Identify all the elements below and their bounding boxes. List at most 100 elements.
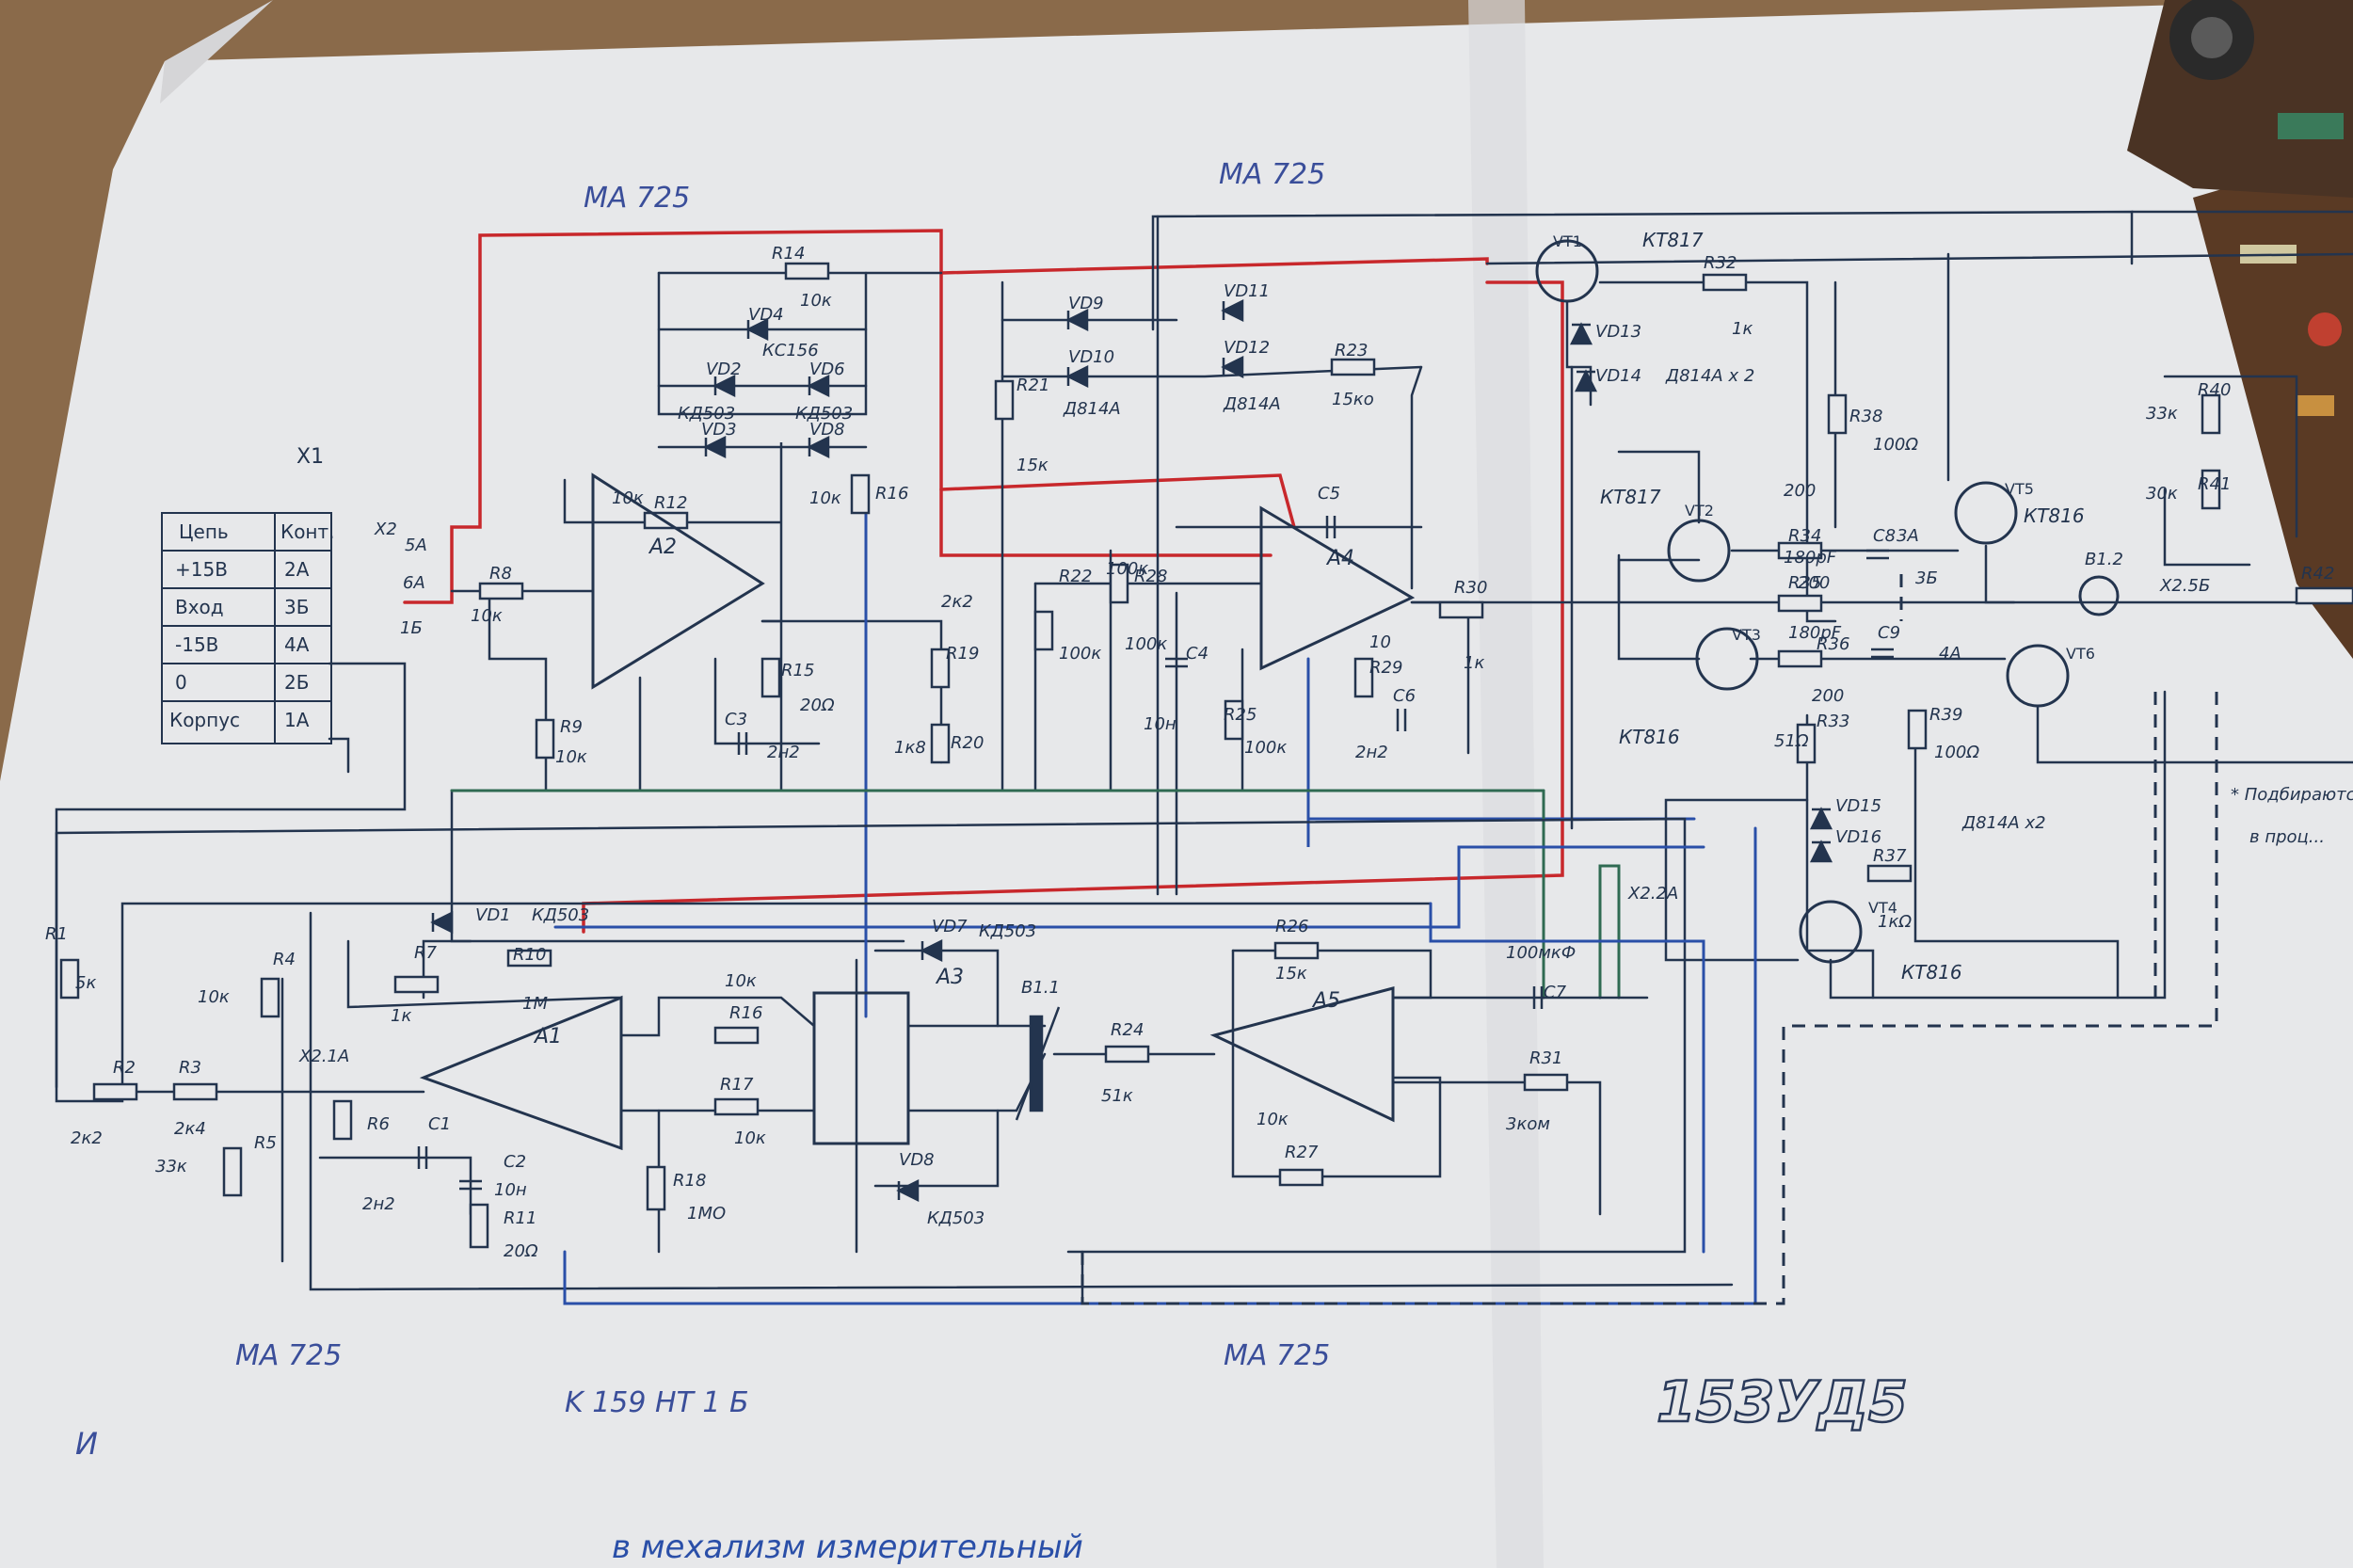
label-r40: R40 [2198, 380, 2231, 400]
wire-green-right [1598, 864, 1621, 1000]
resistor-r18 [646, 1165, 666, 1211]
label-x2_1a: X2.1А [298, 1047, 349, 1066]
wire-vt4-bus [1829, 690, 2167, 1000]
resistor-r17 [713, 1097, 760, 1116]
label-vd10: VD10 [1068, 347, 1114, 367]
label-vd13: VD13 [1595, 322, 1641, 342]
label-vd14: VD14 [1595, 366, 1641, 386]
wire-r12 [563, 442, 783, 623]
label-r24: R24 [1111, 1020, 1144, 1040]
label-c4v: 10н [1144, 714, 1176, 734]
chip-label-bottom-center: MA 725 [1224, 1339, 1330, 1372]
label-r33: R33 [1817, 712, 1849, 731]
label-x2_5a: 5А [405, 536, 427, 555]
label-vd4: VD4 [748, 305, 784, 325]
label-r1v: 5к [75, 973, 96, 993]
transistor-vt5 [1954, 481, 2018, 545]
label-vt3: VT3 [1732, 626, 1761, 644]
wire-blue-outer [563, 826, 1757, 1305]
diode-vd2 [712, 374, 736, 398]
opamp-a1 [419, 995, 623, 1151]
wire-x1-0 [55, 662, 407, 1089]
label-r25: R25 [1224, 705, 1257, 725]
label-r3v: 2к4 [174, 1119, 206, 1139]
resistor-r25 [1224, 699, 1244, 741]
resistor-r5 [222, 1146, 243, 1197]
connector-header-circuit: Цепь [179, 520, 229, 543]
resistor-r7 [393, 975, 440, 994]
label-r2v: 2к2 [71, 1128, 103, 1148]
chip-label-bottom-left: MA 725 [235, 1339, 342, 1372]
label-r34v: 200 [1784, 481, 1816, 501]
capacitor-c7 [1532, 986, 1544, 1009]
diode-vd11 [1221, 298, 1244, 323]
diode-vd3 [703, 435, 727, 459]
connector-table [161, 512, 332, 744]
label-vd7: VD7 [932, 917, 968, 936]
chip-label-bottom-k: K 159 НТ 1 Б [565, 1386, 749, 1419]
wire-r41 [2163, 488, 2251, 567]
connector-row-2-circuit: Вход [175, 596, 224, 618]
opamp-a4-label: A4 [1325, 547, 1354, 570]
wire-red-a4 [939, 473, 1296, 529]
resistor-r9 [535, 718, 555, 760]
label-r23v: 15ко [1332, 390, 1374, 409]
label-vd16t: Д814А х2 [1961, 813, 2046, 833]
label-vd8bt: КД503 [927, 1208, 984, 1228]
label-r34: R34 [1788, 526, 1821, 546]
label-r26v: 15к [1275, 964, 1307, 984]
wire-r16b [619, 996, 816, 1037]
connector-row-1-contact: 2А [284, 558, 310, 581]
diode-vd4 [745, 317, 769, 342]
opamp-a5-label: A5 [1311, 989, 1340, 1013]
label-r5v: 33к [155, 1157, 187, 1176]
capacitor-c5 [1325, 516, 1337, 538]
label-r12v: 10к [612, 488, 644, 508]
label-x2_3b: 3Б [1915, 568, 1938, 588]
wire-vt6 [2036, 704, 2353, 764]
label-r7v: 1к [391, 1006, 411, 1026]
caption-mark: И [75, 1426, 98, 1462]
wire-ground [328, 737, 350, 774]
label-vt5: VT5 [2005, 480, 2034, 498]
resistor-r15 [760, 657, 781, 698]
wire-r37 [1664, 798, 1809, 962]
diode-vd13 [1569, 322, 1593, 345]
diode-vd7 [920, 938, 943, 963]
resistor-r39 [1907, 709, 1928, 750]
label-r16b: R16 [729, 1003, 762, 1023]
label-vt3-type: КТ816 [1619, 726, 1680, 748]
label-r36v: 200 [1812, 686, 1844, 706]
transistor-vt4 [1799, 900, 1863, 964]
label-vd10t: Д814А [1063, 399, 1121, 419]
label-r30v: 1к [1464, 653, 1484, 673]
wire-vt2-col [1617, 450, 1701, 524]
resistor-r28 [1109, 563, 1129, 604]
label-r12: R12 [654, 493, 687, 513]
label-r31v: 3ком [1506, 1114, 1550, 1134]
label-x2_3a: 3А [1897, 526, 1919, 546]
label-r14: R14 [772, 244, 805, 264]
label-r29v: 10 [1369, 632, 1391, 652]
connector-table-text: Цепь Конт. +15В 2А Вход 3Б -15В 4А 0 2Б … [169, 445, 335, 731]
wire-vd7 [873, 949, 1000, 1028]
label-r36: R36 [1817, 634, 1849, 654]
label-r8: R8 [489, 564, 512, 584]
components [59, 262, 2353, 1249]
label-r30: R30 [1454, 578, 1487, 598]
label-vt6: VT6 [2066, 645, 2095, 663]
label-vd8b: VD8 [899, 1150, 935, 1170]
label-r22: R22 [1059, 567, 1092, 586]
label-r19: R19 [946, 644, 979, 664]
diode-vd9 [1065, 308, 1089, 332]
handwritten-code: 153УД5 [1657, 1369, 1908, 1435]
resistor-r2 [92, 1082, 138, 1101]
label-vd1: VD1 [475, 905, 511, 925]
resistor-r33 [1796, 723, 1817, 764]
resistor-r37 [1866, 864, 1913, 883]
label-r39: R39 [1929, 705, 1962, 725]
label-r37: R37 [1873, 846, 1907, 866]
label-r33v: 51Ω [1774, 731, 1809, 751]
chip-label-top-left: MA 725 [584, 182, 690, 215]
opamp-a3-box [812, 991, 910, 1145]
